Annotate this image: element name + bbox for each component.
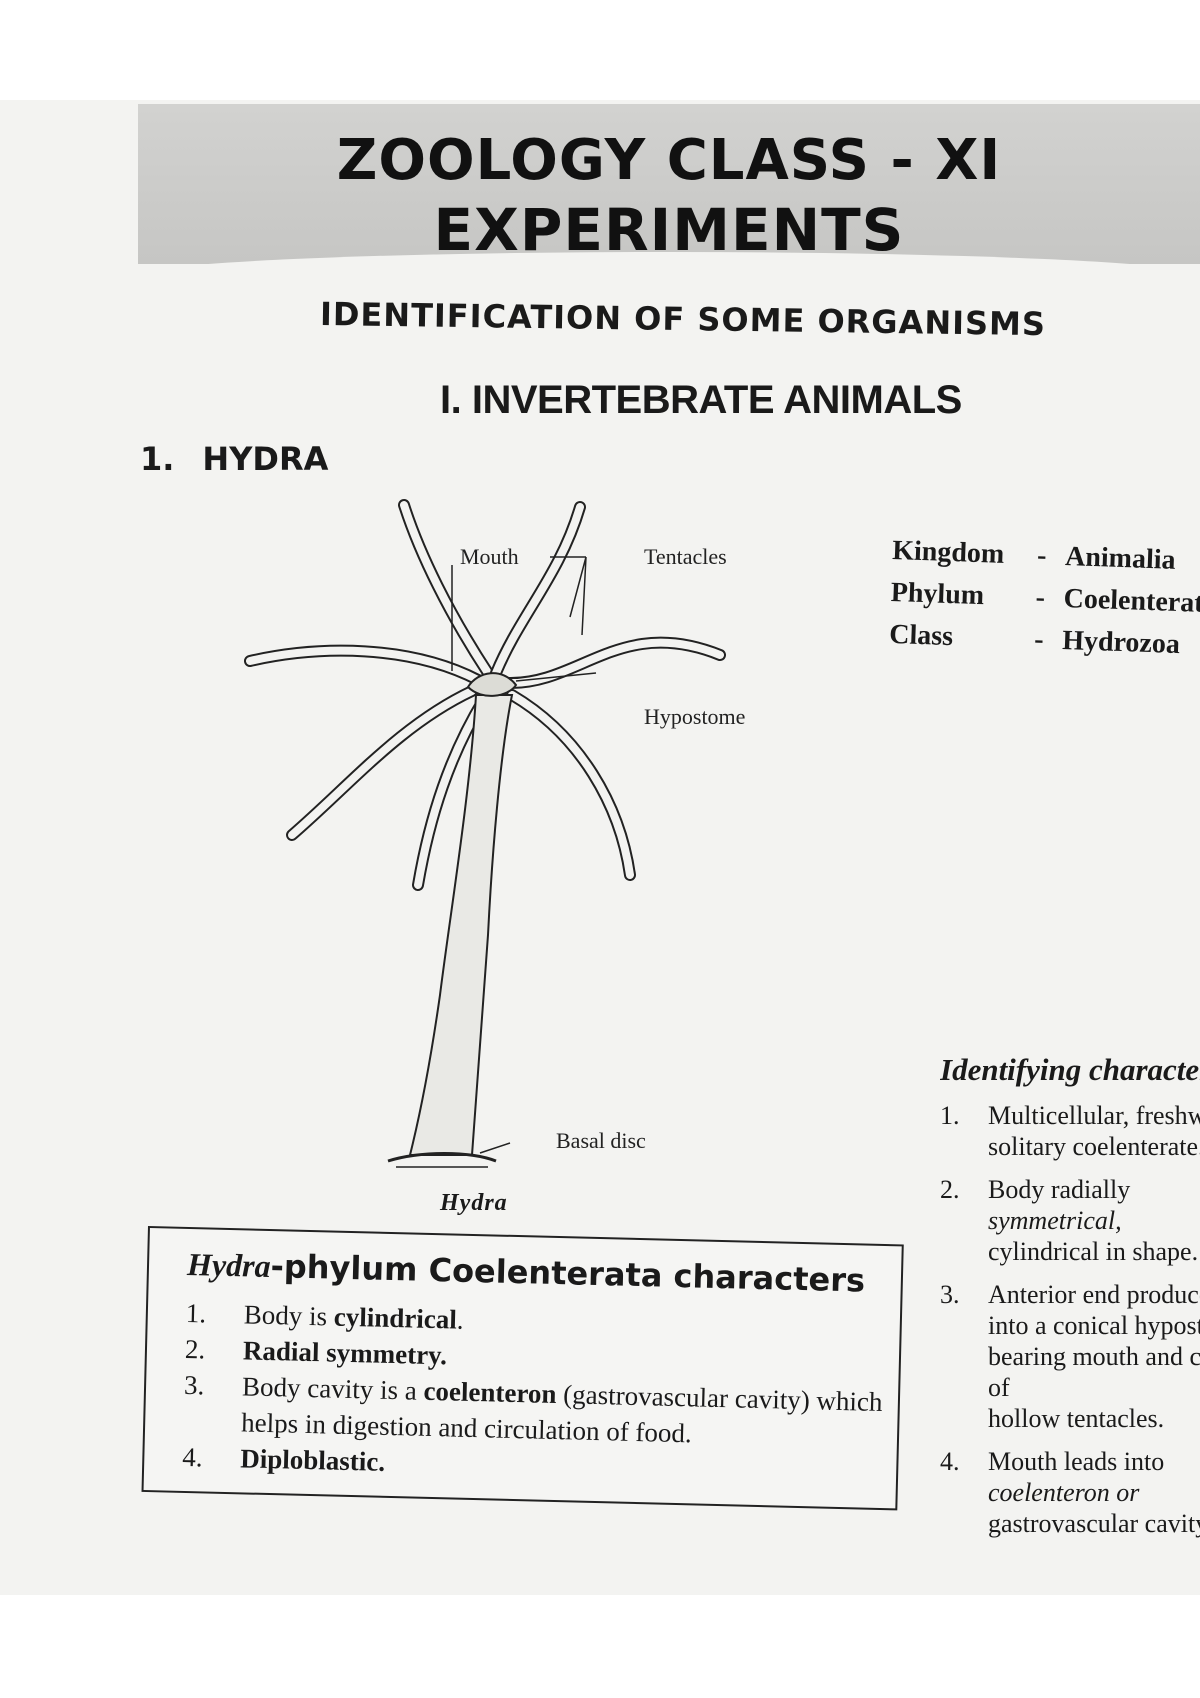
list-item-number: 4. [182,1441,203,1473]
list-item-number: 2. [940,1175,960,1204]
list-item-number: 2. [184,1333,206,1365]
identifying-list: 1. Multicellular, freshwater solitary co… [940,1100,1200,1539]
taxonomy-separator: - [1035,582,1046,614]
taxonomy-rank: Kingdom [891,534,1005,570]
figure-caption: Hydra [440,1190,508,1216]
list-item-text: Multicellular, freshwater solitary coele… [988,1101,1200,1161]
label-basal-disc: Basal disc [556,1128,646,1153]
specimen-number: 1. [140,440,175,478]
page-title: ZOOLOGY CLASS - XI [336,128,1002,193]
list-item-number: 3. [940,1280,960,1309]
label-line-tentacles [550,556,587,636]
page-title-line2: EXPERIMENTS [433,196,905,264]
characters-box-title: Hydra-phylum Coelenterata characters [187,1245,866,1300]
list-item: 3. Anterior end produced into a conical … [940,1279,1200,1434]
taxonomy-value: Animalia [1064,541,1177,576]
characters-title-genus: Hydra [186,1245,272,1285]
hydra-body [408,694,514,1156]
taxonomy-separator: - [1036,540,1048,572]
characters-list: 1. Body is cylindrical. 2. Radial symmet… [182,1295,886,1492]
list-item-number: 1. [185,1297,207,1329]
taxonomy-separator: - [1033,624,1045,656]
list-item-text: Radial symmetry. [242,1335,448,1371]
hydra-tentacle [400,501,492,677]
hydra-tentacle [492,503,584,677]
basal-disc [387,1152,497,1163]
specimen-heading: 1. HYDRA [140,440,328,478]
taxonomy-rank: Phylum [890,576,985,612]
list-item: 1. Multicellular, freshwater solitary co… [940,1100,1200,1162]
title-banner [138,104,1200,276]
hydra-hypostome [466,672,518,697]
list-item-text: Body is cylindrical. [243,1299,464,1335]
hydra-tentacle [288,687,476,839]
hydra-tentacle [246,646,482,684]
label-hypostome: Hypostome [644,704,745,729]
hydra-tentacle [508,691,634,879]
taxonomy-table: Kingdom - Animalia Phylum - Coelenterata… [889,530,1200,667]
section-heading: I. INVERTEBRATE ANIMALS [440,378,962,422]
specimen-name: HYDRA [202,440,329,478]
taxonomy-value: Coelenterata [1063,583,1200,620]
identifying-characters: Identifying characters 1. Multicellular,… [940,1052,1200,1552]
hydra-diagram: Mouth Tentacles Hypostome Basal disc [244,499,745,1168]
list-item-text: Body radially symmetrical, cylindrical i… [988,1175,1199,1266]
taxonomy-value: Hydrozoa [1061,624,1181,661]
identifying-title: Identifying characters [940,1052,1200,1087]
label-line-basal-disc [479,1142,511,1154]
hydra-tentacle [506,689,636,881]
list-item: 2. Body radially symmetrical, cylindrica… [940,1174,1200,1267]
hydra-tentacle [504,638,724,688]
characters-box: Hydra-phylum Coelenterata characters 1. … [141,1226,904,1511]
list-item-number: 4. [940,1447,960,1476]
label-mouth: Mouth [460,544,519,569]
list-item-text: Mouth leads into coelenteron or gastrova… [988,1447,1200,1538]
list-item: 4. Mouth leads into coelenteron or gastr… [940,1446,1200,1539]
characters-title-rest: -phylum Coelenterata characters [270,1247,866,1300]
list-item-text: Anterior end produced into a conical hyp… [988,1280,1200,1433]
hydra-tentacle [414,695,488,889]
list-item-text: Diploblastic. [239,1443,386,1477]
label-tentacles: Tentacles [644,544,727,569]
taxonomy-rank: Class [888,618,954,653]
label-line-hypostome [515,672,597,682]
list-item-number: 1. [940,1101,960,1130]
list-item-number: 3. [183,1369,205,1401]
